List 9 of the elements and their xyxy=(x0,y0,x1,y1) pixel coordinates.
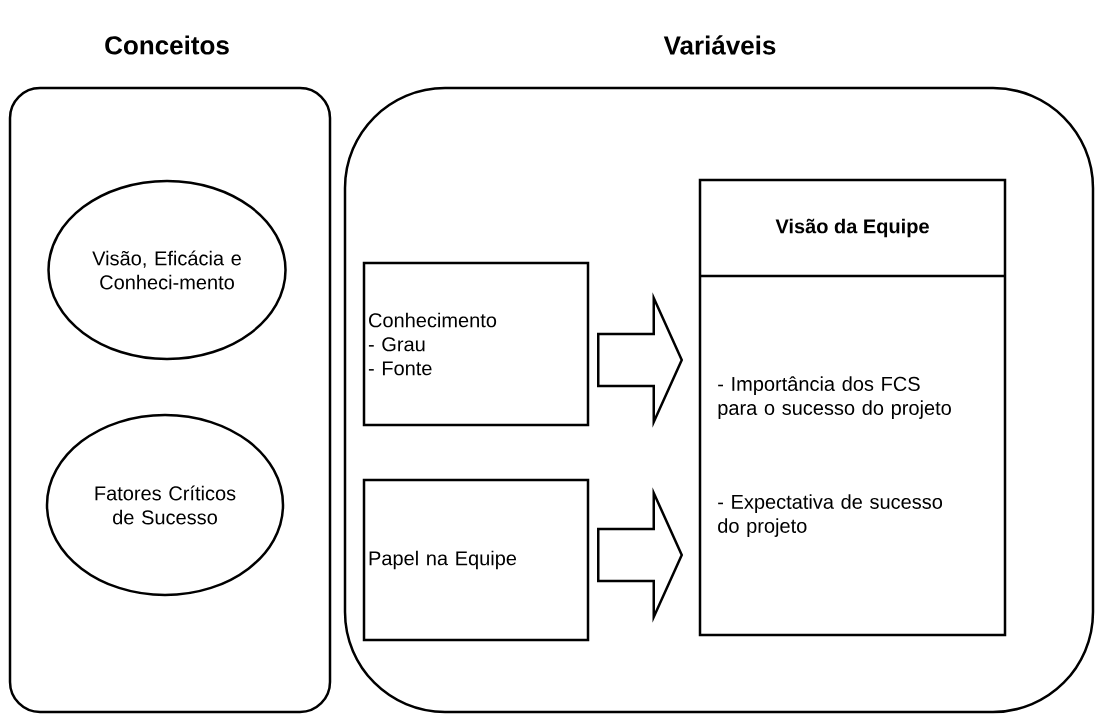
rounded-panel xyxy=(8,86,332,714)
variable-box: Conhecimento - Grau - Fonte xyxy=(362,261,590,427)
panel-heading: Variáveis xyxy=(663,35,776,55)
block-arrow xyxy=(597,487,684,623)
rounded-panel xyxy=(343,86,1095,714)
team-vision-box: Visão da Equipe - Importância dos FCS para o sucesso do projeto - Expectativa de sucesso do projeto xyxy=(698,178,1007,637)
variable-box: Papel na Equipe xyxy=(362,478,590,642)
panel-heading: Conceitos xyxy=(105,35,229,55)
block-arrow xyxy=(597,292,684,428)
